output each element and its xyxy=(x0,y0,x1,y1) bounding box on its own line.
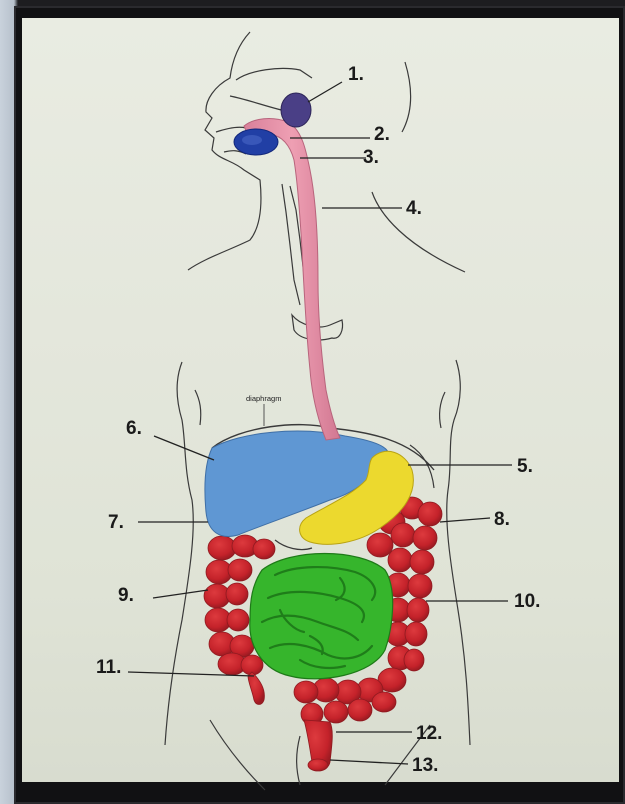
label-7: 7. xyxy=(108,512,124,533)
salivary-gland-clay xyxy=(281,93,311,127)
label-1: 1. xyxy=(348,64,364,85)
label-8: 8. xyxy=(494,509,510,530)
label-6: 6. xyxy=(126,418,142,439)
esophagus-clay xyxy=(244,119,340,440)
label-13: 13. xyxy=(412,755,438,776)
label-3: 3. xyxy=(363,147,379,168)
label-4: 4. xyxy=(406,198,422,219)
label-9: 9. xyxy=(118,585,134,606)
label-10: 10. xyxy=(514,591,540,612)
label-2: 2. xyxy=(374,124,390,145)
label-11: 11. xyxy=(96,657,121,678)
label-12: 12. xyxy=(416,723,442,744)
label-5: 5. xyxy=(517,456,533,477)
diaphragm-label: diaphragm xyxy=(246,394,281,403)
small-intestine-clay xyxy=(250,554,393,679)
